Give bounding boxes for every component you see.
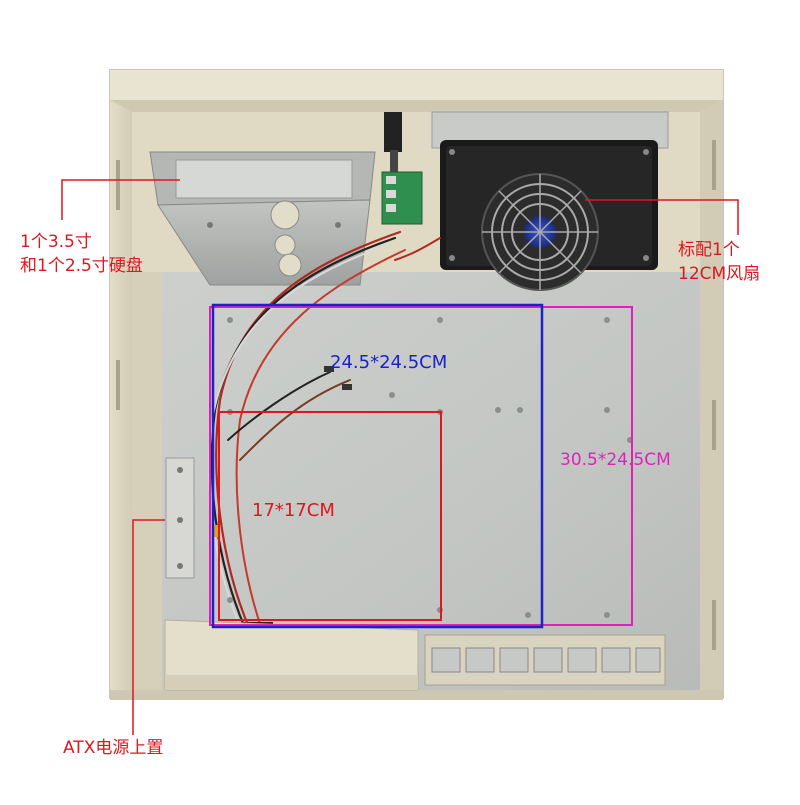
expansion-slot-icon — [424, 634, 666, 686]
callout-line-fan — [585, 199, 739, 235]
board-outline-medium — [211, 303, 544, 629]
fan-icon — [431, 111, 669, 291]
front-panel-board — [381, 112, 423, 225]
hard-drive-cage-icon — [149, 151, 376, 286]
callout-line-psu — [132, 519, 165, 735]
standoffs — [227, 317, 633, 618]
drive-bay-label-line2: 和1个2.5寸硬盘 — [20, 256, 143, 276]
board-outline-large — [209, 306, 633, 626]
psu-label: ATX电源上置 — [63, 738, 164, 758]
callout-line-drive-bay — [61, 179, 180, 220]
board-outline-small — [218, 411, 442, 621]
drive-bay-label-line1: 1个3.5寸 — [20, 232, 92, 252]
side-bracket — [165, 457, 195, 579]
fan-label-line2: 12CM风扇 — [678, 264, 761, 284]
board-small-label: 17*17CM — [252, 500, 335, 521]
fan-label-line1: 标配1个 — [678, 240, 740, 260]
board-medium-label: 24.5*24.5CM — [330, 352, 448, 373]
psu-bay — [164, 619, 419, 691]
board-large-label: 30.5*24.5CM — [560, 450, 671, 470]
